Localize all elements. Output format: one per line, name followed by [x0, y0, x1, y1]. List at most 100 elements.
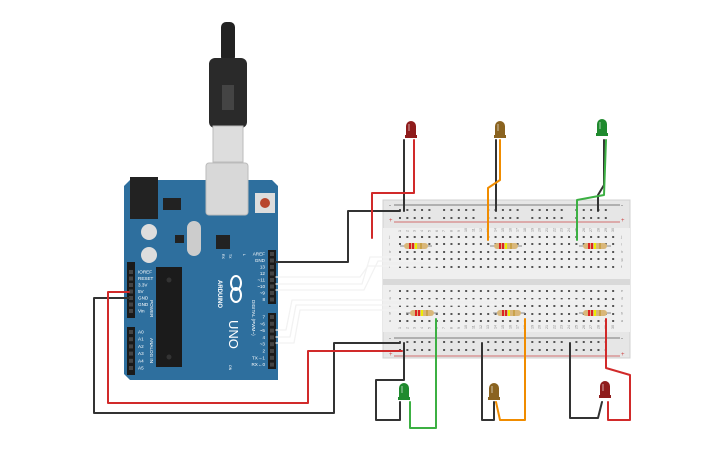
breadboard-hole[interactable]: [582, 320, 585, 322]
rail-hole[interactable]: [428, 349, 431, 351]
breadboard-hole[interactable]: [428, 258, 431, 260]
breadboard-hole[interactable]: [457, 236, 460, 238]
breadboard-hole[interactable]: [590, 236, 593, 238]
breadboard-hole[interactable]: [568, 266, 571, 268]
breadboard-hole[interactable]: [465, 320, 468, 322]
breadboard-hole[interactable]: [516, 290, 519, 292]
wire-led-cathode[interactable]: [375, 342, 405, 421]
breadboard-hole[interactable]: [406, 298, 409, 300]
pin-socket[interactable]: [129, 330, 133, 334]
rail-hole[interactable]: [560, 209, 563, 211]
pin-socket[interactable]: [129, 351, 133, 356]
pin-socket[interactable]: [270, 278, 274, 282]
breadboard-hole[interactable]: [465, 298, 468, 300]
breadboard-hole[interactable]: [479, 251, 482, 253]
breadboard-hole[interactable]: [509, 258, 512, 260]
breadboard-hole[interactable]: [597, 236, 600, 238]
pin-socket[interactable]: [129, 270, 133, 274]
breadboard-hole[interactable]: [421, 258, 424, 260]
pin-socket[interactable]: [129, 276, 133, 281]
pin-socket[interactable]: [129, 283, 133, 287]
breadboard-hole[interactable]: [523, 290, 526, 292]
pin-socket[interactable]: [270, 335, 274, 340]
breadboard-hole[interactable]: [450, 290, 453, 292]
breadboard-hole[interactable]: [582, 298, 585, 300]
breadboard-hole[interactable]: [450, 320, 453, 322]
rail-hole[interactable]: [590, 341, 593, 343]
breadboard-hole[interactable]: [612, 313, 615, 315]
rail-hole[interactable]: [443, 349, 446, 351]
breadboard-hole[interactable]: [560, 290, 563, 292]
breadboard-hole[interactable]: [553, 313, 556, 315]
breadboard-hole[interactable]: [553, 258, 556, 260]
rail-hole[interactable]: [443, 209, 446, 211]
rail-hole[interactable]: [494, 217, 497, 219]
breadboard-hole[interactable]: [479, 243, 482, 245]
breadboard-hole[interactable]: [531, 298, 534, 300]
breadboard-hole[interactable]: [612, 266, 615, 268]
breadboard-hole[interactable]: [590, 266, 593, 268]
breadboard-hole[interactable]: [575, 313, 578, 315]
breadboard-hole[interactable]: [582, 243, 585, 245]
breadboard-hole[interactable]: [575, 251, 578, 253]
resistor[interactable]: [579, 243, 611, 249]
rail-hole[interactable]: [582, 217, 585, 219]
breadboard-hole[interactable]: [612, 298, 615, 300]
rail-hole[interactable]: [413, 209, 416, 211]
rail-hole[interactable]: [428, 209, 431, 211]
breadboard-hole[interactable]: [516, 298, 519, 300]
breadboard-hole[interactable]: [479, 258, 482, 260]
rail-hole[interactable]: [406, 209, 409, 211]
rail-hole[interactable]: [560, 217, 563, 219]
rail-hole[interactable]: [428, 217, 431, 219]
breadboard-hole[interactable]: [538, 305, 541, 307]
rail-hole[interactable]: [501, 209, 504, 211]
breadboard-hole[interactable]: [494, 251, 497, 253]
breadboard-hole[interactable]: [494, 266, 497, 268]
breadboard-hole[interactable]: [406, 251, 409, 253]
rail-hole[interactable]: [582, 341, 585, 343]
breadboard-hole[interactable]: [472, 305, 475, 307]
breadboard-hole[interactable]: [604, 298, 607, 300]
breadboard-hole[interactable]: [428, 236, 431, 238]
breadboard-hole[interactable]: [428, 298, 431, 300]
rail-hole[interactable]: [421, 341, 424, 343]
breadboard-hole[interactable]: [582, 266, 585, 268]
breadboard-hole[interactable]: [590, 320, 593, 322]
breadboard-hole[interactable]: [553, 290, 556, 292]
breadboard-hole[interactable]: [457, 251, 460, 253]
wire-led-cathode[interactable]: [481, 342, 495, 421]
rail-hole[interactable]: [406, 341, 409, 343]
breadboard-hole[interactable]: [531, 313, 534, 315]
breadboard-hole[interactable]: [582, 251, 585, 253]
breadboard-hole[interactable]: [501, 266, 504, 268]
breadboard-hole[interactable]: [421, 290, 424, 292]
breadboard-hole[interactable]: [509, 266, 512, 268]
breadboard-hole[interactable]: [546, 243, 548, 245]
breadboard-hole[interactable]: [443, 251, 446, 253]
rail-hole[interactable]: [465, 209, 468, 211]
breadboard-hole[interactable]: [538, 251, 541, 253]
breadboard-hole[interactable]: [487, 258, 490, 260]
breadboard-hole[interactable]: [509, 290, 512, 292]
breadboard-hole[interactable]: [612, 251, 615, 253]
resistor[interactable]: [490, 243, 522, 249]
breadboard-hole[interactable]: [501, 251, 504, 253]
rail-hole[interactable]: [450, 217, 453, 219]
rail-hole[interactable]: [516, 341, 519, 343]
breadboard-hole[interactable]: [523, 298, 526, 300]
breadboard-hole[interactable]: [575, 243, 578, 245]
rail-hole[interactable]: [516, 217, 519, 219]
rail-hole[interactable]: [421, 209, 424, 211]
wire-gnd-bottom[interactable]: [93, 297, 401, 414]
breadboard-hole[interactable]: [612, 305, 615, 307]
breadboard-hole[interactable]: [501, 305, 504, 307]
pin-socket[interactable]: [270, 271, 274, 276]
breadboard-hole[interactable]: [560, 251, 563, 253]
rail-hole[interactable]: [494, 349, 497, 351]
breadboard-hole[interactable]: [604, 266, 607, 268]
breadboard-hole[interactable]: [399, 258, 401, 260]
breadboard-hole[interactable]: [575, 298, 578, 300]
breadboard-hole[interactable]: [538, 236, 541, 238]
breadboard[interactable]: 1122334455667788991010111112121313141415…: [382, 199, 631, 359]
